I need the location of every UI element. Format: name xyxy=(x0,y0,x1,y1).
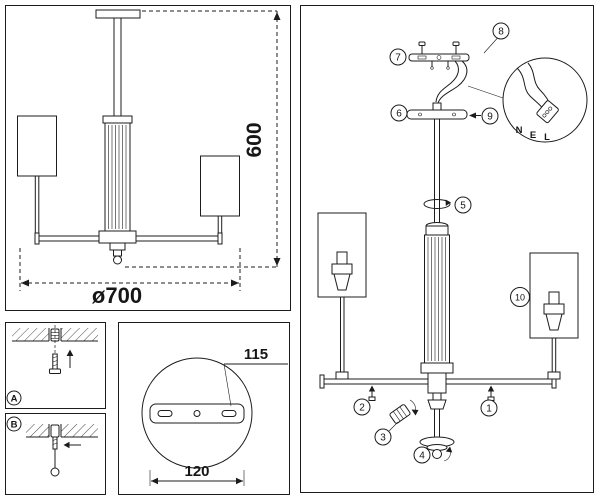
center-column xyxy=(420,222,454,394)
callout-4: 4 xyxy=(413,446,431,464)
terminal-n-label: N xyxy=(516,125,523,136)
hole-spacing-label: 115 xyxy=(244,346,268,363)
attach-arrow xyxy=(63,441,70,449)
callout-7: 7 xyxy=(389,48,407,66)
panel-exploded-view: N E L xyxy=(300,5,594,493)
step-b-badge: B xyxy=(6,416,22,432)
step-a-label: A xyxy=(11,393,18,404)
panel-front-view: 600 ø700 xyxy=(5,5,291,311)
mounting-bracket xyxy=(408,41,470,70)
diameter-dimension: ø700 xyxy=(19,248,241,308)
arms xyxy=(319,296,561,389)
panel-exploded-view-border xyxy=(300,5,594,493)
step-b-drawing xyxy=(26,424,98,477)
supply-wires xyxy=(435,37,504,104)
callout-10: 10 xyxy=(510,287,530,307)
terminal-e-label: E xyxy=(530,130,536,141)
hanging-loop xyxy=(50,467,60,477)
callout-3-label: 3 xyxy=(380,433,386,444)
left-shade-exploded xyxy=(317,212,367,298)
canopy-push-arrow xyxy=(469,112,476,119)
callout-5: 5 xyxy=(454,196,472,214)
terminal-l-label: L xyxy=(544,132,550,143)
callout-2: 2 xyxy=(353,398,371,416)
callout-1: 1 xyxy=(480,399,498,417)
panel-mounting-plate-view: 115 120 xyxy=(118,322,290,495)
callout-1-label: 1 xyxy=(486,404,492,415)
right-shade-exploded xyxy=(529,252,579,339)
ceiling-hatch xyxy=(12,328,49,341)
slot-right xyxy=(221,410,237,417)
bottom-finial-assembly xyxy=(388,392,455,462)
under-arm-screw-right xyxy=(487,385,495,401)
panel-step-b: B xyxy=(5,413,106,495)
plate-drawing xyxy=(141,357,253,469)
panel-step-a-border xyxy=(5,322,106,409)
plate-width-label: 120 xyxy=(184,463,209,480)
callout-9-label: 9 xyxy=(487,112,493,123)
callout-8: 8 xyxy=(492,22,510,40)
mounting-bar xyxy=(149,403,245,424)
canopy-outline xyxy=(141,357,253,469)
chandelier-front-drawing xyxy=(17,9,240,265)
left-shade-front xyxy=(17,115,57,177)
height-dimension: 600 xyxy=(125,10,281,268)
callout-6: 6 xyxy=(390,104,408,122)
hole-spacing-dimension: 115 xyxy=(223,346,288,407)
canopy-assembly xyxy=(406,102,481,120)
insert-up-arrow xyxy=(66,349,74,356)
step-a-drawing xyxy=(12,325,98,374)
rotation-indicator xyxy=(423,199,451,209)
callout-3: 3 xyxy=(374,428,392,446)
panel-step-a: A xyxy=(5,322,106,409)
panel-step-b-border xyxy=(5,413,106,495)
callout-6-label: 6 xyxy=(396,109,402,120)
step-b-label: B xyxy=(11,419,18,430)
ceiling-hatch xyxy=(26,424,49,437)
step-a-badge: A xyxy=(6,390,22,406)
callout-7-label: 7 xyxy=(395,53,401,64)
wiring-detail-circle: N E L xyxy=(502,57,588,143)
slot-left xyxy=(157,410,173,417)
callout-5-label: 5 xyxy=(460,201,466,212)
callout-10-label: 10 xyxy=(515,293,525,303)
height-dimension-label: 600 xyxy=(243,122,266,157)
right-shade-front xyxy=(200,155,240,217)
callout-4-label: 4 xyxy=(419,451,425,462)
callout-2-label: 2 xyxy=(359,403,365,414)
under-arm-screw-left xyxy=(368,385,376,401)
wall-plug xyxy=(50,424,60,438)
panel-plate-view-border xyxy=(118,322,290,495)
center-hole xyxy=(193,410,201,417)
callout-9: 9 xyxy=(481,107,499,125)
diameter-dimension-label: ø700 xyxy=(92,283,142,308)
panel-front-view-border xyxy=(5,5,291,311)
callout-8-label: 8 xyxy=(498,27,504,38)
plate-width-dimension: 120 xyxy=(149,463,245,486)
